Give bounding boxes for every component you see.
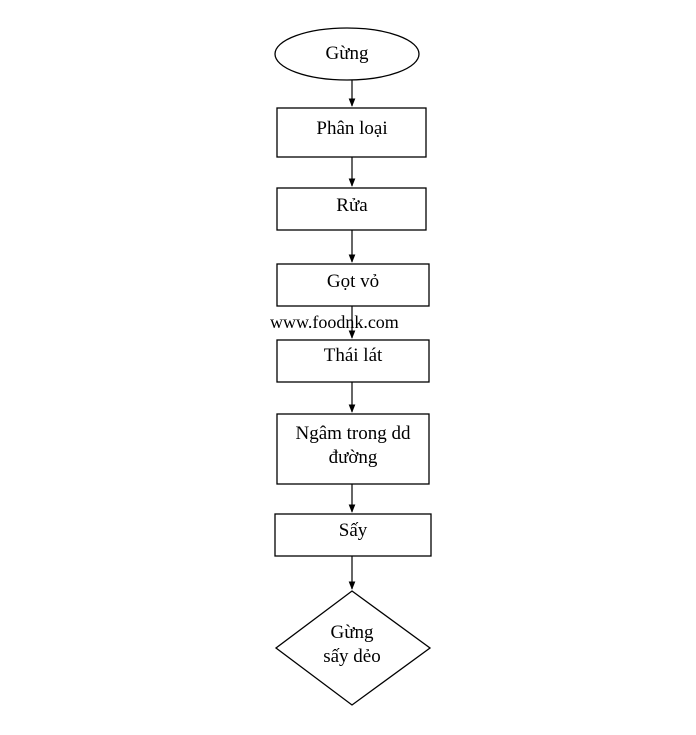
step-2-box: Rửa: [276, 187, 427, 231]
start-node: Gừng: [274, 27, 420, 81]
step-5-label-line-1: Ngâm trong dd: [295, 423, 411, 444]
step-1-box: Phân loại: [276, 107, 427, 158]
step-3-label: Gọt vỏ: [327, 271, 379, 292]
step-4-box: Thái lát: [276, 339, 430, 383]
step-1-label: Phân loại: [316, 118, 387, 139]
step-6-box: Sấy: [274, 513, 432, 557]
step-2-label: Rửa: [336, 195, 368, 216]
step-5-label-line-2: đường: [329, 447, 378, 468]
end-node-label-line-1: Gừng: [330, 622, 374, 643]
step-5-box: Ngâm trong dd đường: [276, 413, 430, 485]
step-6-label: Sấy: [339, 520, 368, 541]
watermark-text: www.foodnk.com: [270, 312, 399, 332]
end-node-label-line-2: sấy dẻo: [323, 646, 381, 667]
step-3-box: Gọt vỏ: [276, 263, 430, 307]
step-4-label: Thái lát: [324, 345, 383, 366]
start-node-label: Gừng: [325, 43, 369, 64]
end-node: Gừng sấy dẻo: [274, 590, 432, 706]
